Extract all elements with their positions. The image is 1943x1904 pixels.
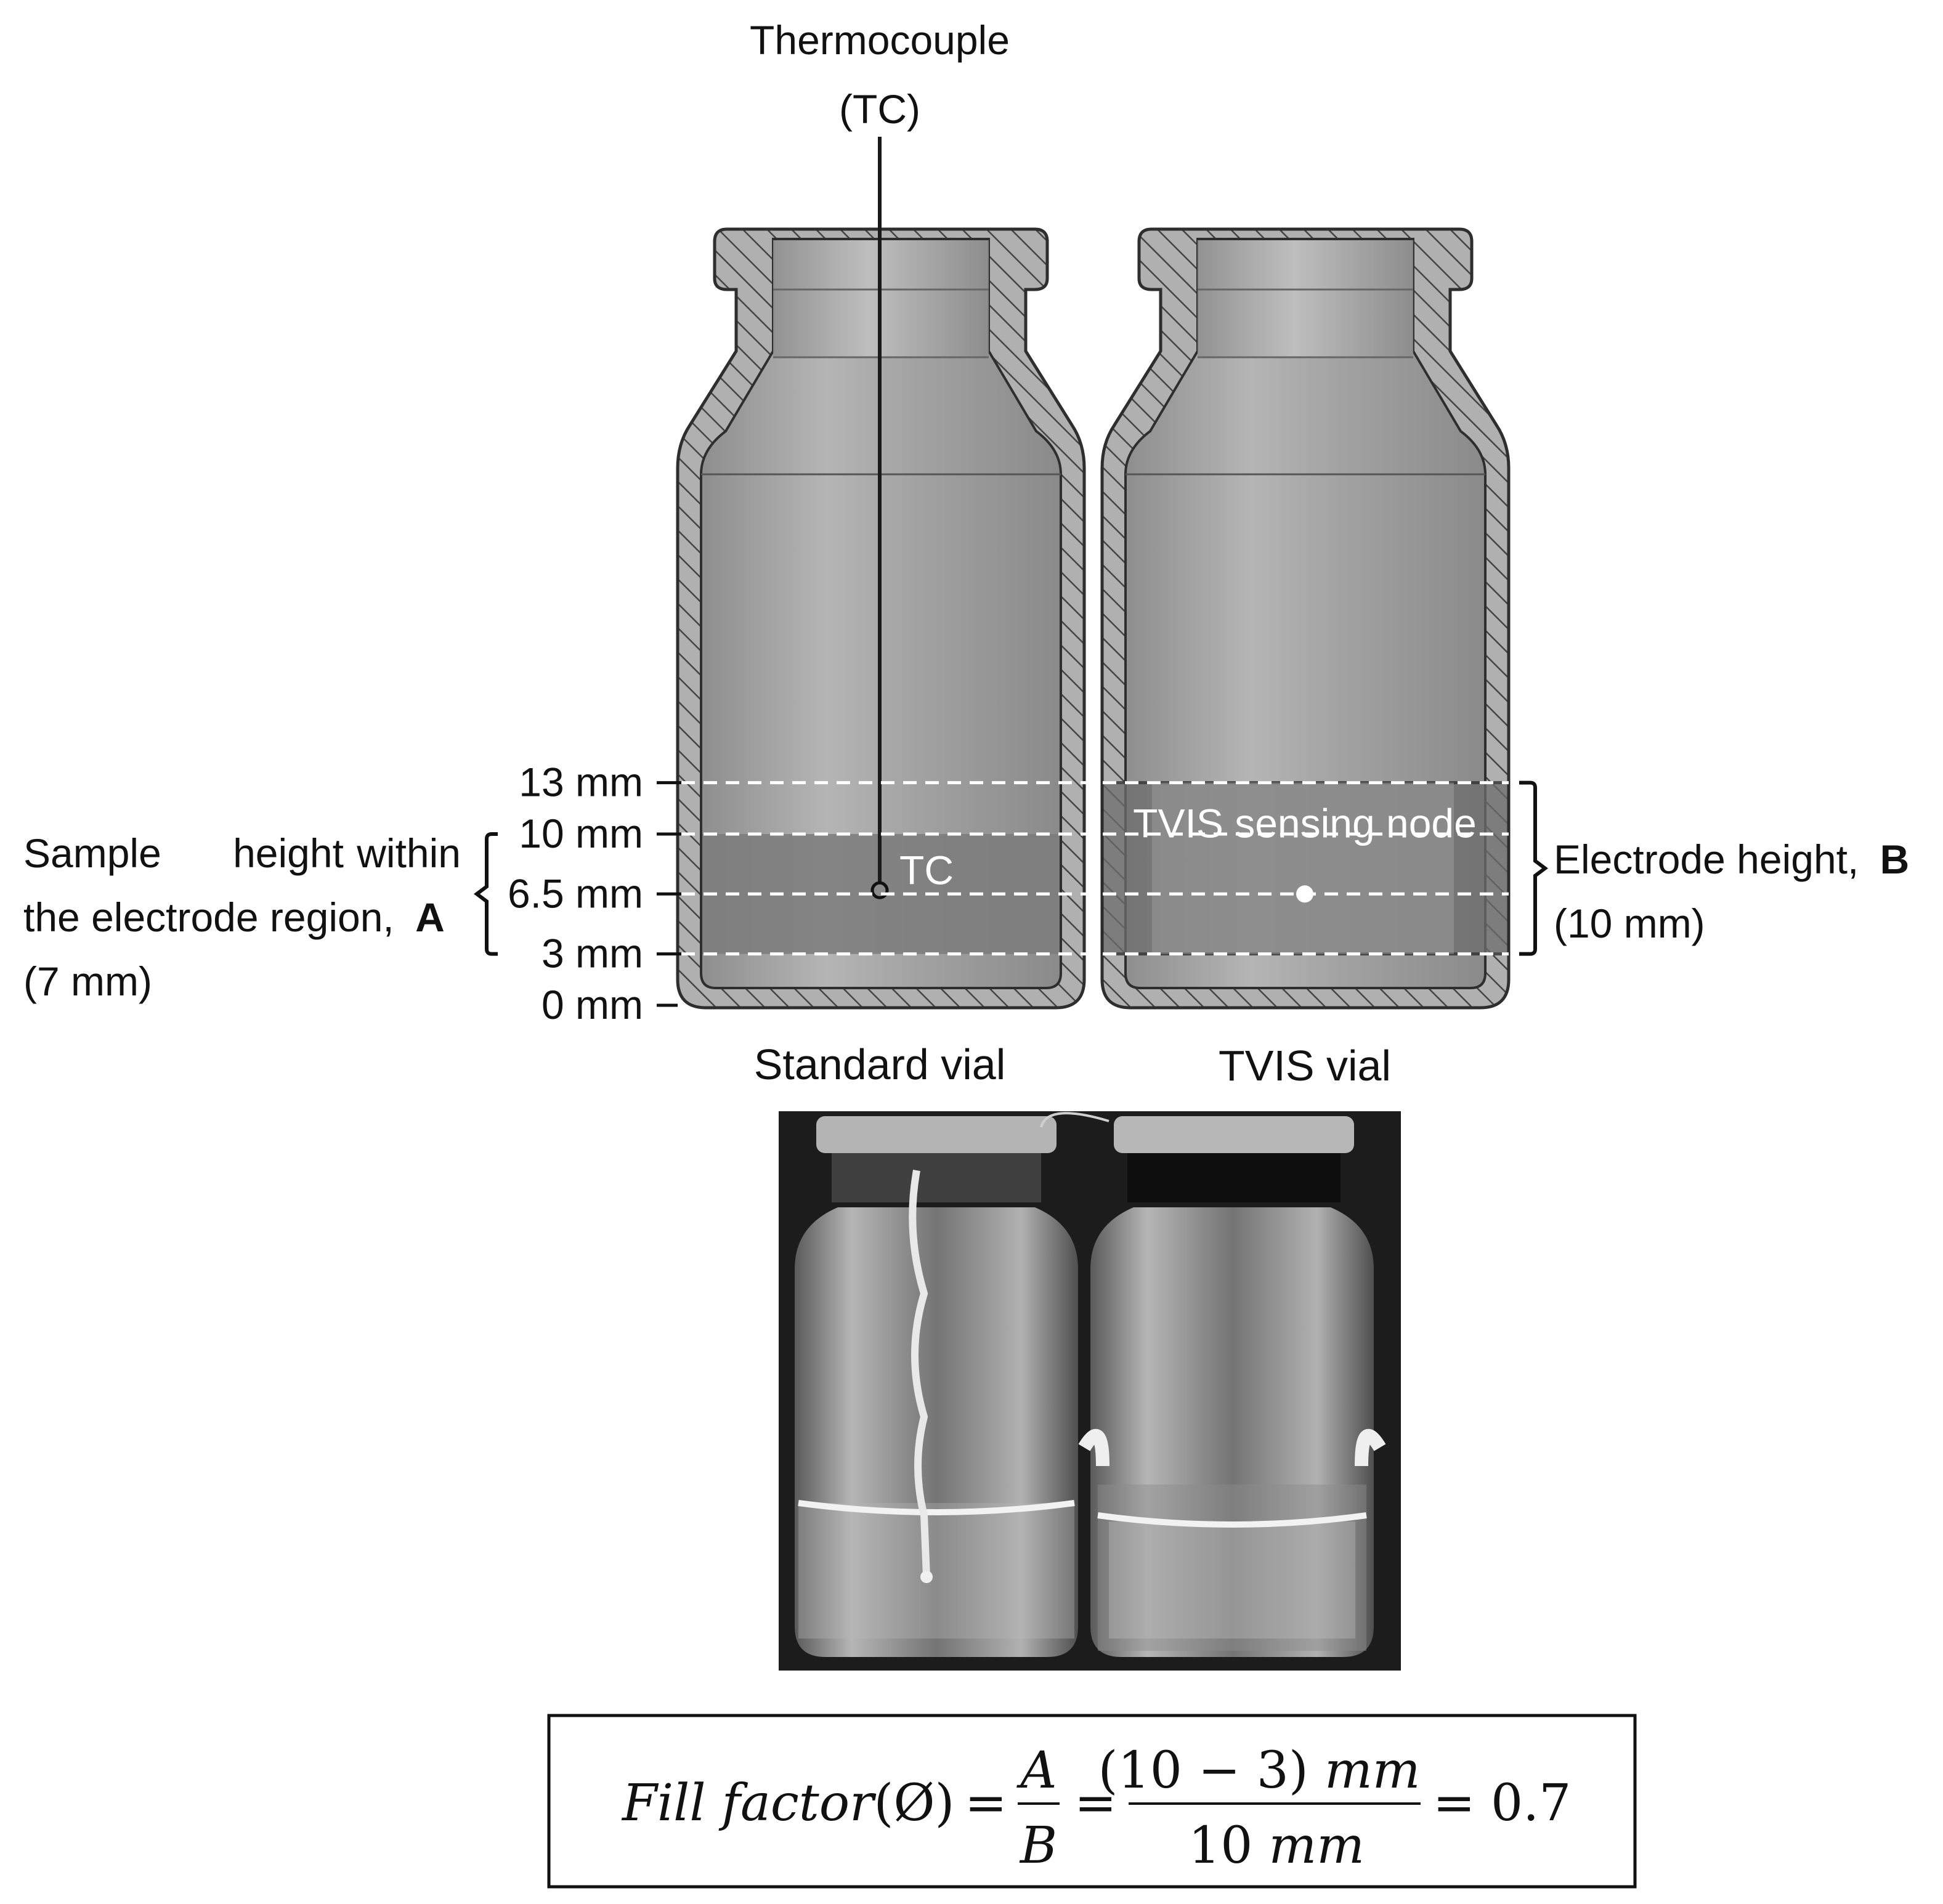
tvis-vial-caption: TVIS vial [1219, 1042, 1391, 1090]
electrode-height-label: Electrode height, B (10 mm) [1554, 837, 1909, 946]
thermocouple-label-line1: Thermocouple [750, 17, 1010, 63]
equation-result: 0.7 [1491, 1774, 1571, 1833]
sample-height-line2-text: the electrode region, [23, 894, 394, 940]
sample-height-letter-a: A [415, 894, 445, 940]
tvis-electrode-inner [1152, 782, 1454, 954]
electrode-height-line1-text: Electrode height, [1554, 837, 1859, 882]
sample-height-line2: the electrode region, A [23, 894, 445, 940]
equation-eq1: = [965, 1774, 1007, 1833]
height-tick-label: 10 mm [519, 811, 643, 856]
tc-inner-label: TC [899, 847, 954, 893]
equation-box [547, 1714, 1637, 1889]
sample-height-bracket [474, 832, 498, 956]
sample-height-label: Sample height within the electrode regio… [23, 830, 461, 1004]
electrode-height-line1: Electrode height, B [1554, 837, 1909, 882]
equation-frac2-num: (10 − 3) mm [1098, 1741, 1421, 1800]
sample-height-line3: (7 mm) [23, 958, 152, 1004]
sensing-node-label: TVIS sensing node [1133, 801, 1477, 846]
equation-frac2-den-b: mm [1268, 1817, 1365, 1875]
standard-vial-caption: Standard vial [754, 1040, 1006, 1088]
height-tick-label: 0 mm [542, 982, 643, 1027]
sample-height-word-2: height [233, 830, 344, 876]
equation-lhs-text: Fill factor [621, 1774, 877, 1833]
height-tick-label: 13 mm [519, 760, 643, 805]
equation-frac2-num-b: mm [1324, 1741, 1421, 1800]
equation-frac2-num-a: (10 − 3) [1098, 1741, 1308, 1800]
equation-frac2-den: 10 mm [1188, 1817, 1365, 1875]
height-tick-label: 6.5 mm [508, 870, 643, 916]
equation-eq2: = [1074, 1774, 1117, 1833]
equation-frac1-num: A [1016, 1741, 1057, 1800]
height-tick-labels: 13 mm 10 mm 6.5 mm 3 mm 0 mm [508, 760, 643, 1027]
equation-lhs: Fill factor(Ø) [621, 1774, 955, 1833]
height-levels [657, 781, 1509, 1007]
photo-standard-vial [795, 1116, 1078, 1657]
standard-vial-drawing: TC [676, 137, 1086, 1010]
equation-frac2-den-a: 10 [1188, 1817, 1252, 1875]
electrode-height-line2: (10 mm) [1554, 901, 1705, 946]
height-tick-label: 3 mm [542, 931, 643, 976]
equation-symbol: (Ø) [874, 1774, 954, 1833]
tvis-vial-drawing: TVIS sensing node [1100, 227, 1511, 1010]
fill-factor-equation: Fill factor(Ø) = A B = (10 − 3) mm 10 mm… [547, 1714, 1637, 1889]
electrode-height-letter-b: B [1880, 837, 1910, 882]
vials-photograph [779, 1111, 1401, 1671]
electrode-height-bracket [1519, 780, 1548, 956]
tvis-vial-neck-highlight [1198, 240, 1413, 357]
equation-frac1-den: B [1019, 1817, 1057, 1875]
sample-height-word-1: Sample [23, 830, 161, 876]
thermocouple-label-line2: (TC) [839, 86, 920, 132]
sample-height-word-3: within [356, 830, 461, 876]
photo-tvis-vial [1040, 1112, 1386, 1657]
equation-eq3: = [1433, 1774, 1475, 1833]
